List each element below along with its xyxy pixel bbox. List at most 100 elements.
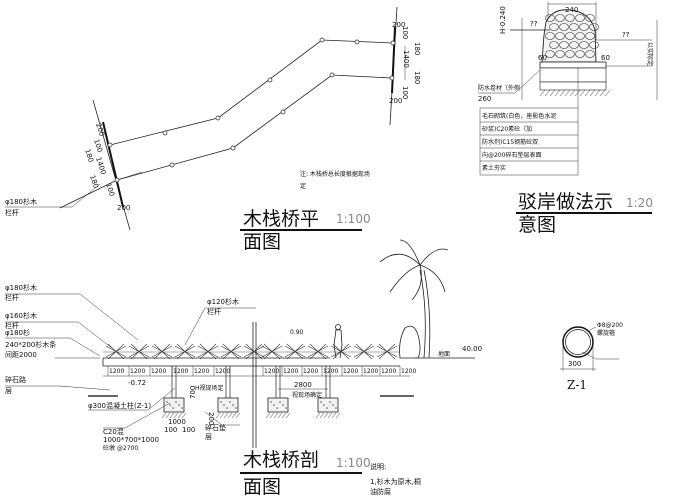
plank-dim: 1200 <box>303 368 318 375</box>
stone <box>565 32 575 40</box>
post-marker <box>390 40 396 46</box>
stone <box>569 23 579 31</box>
hatch-line <box>327 412 333 419</box>
stone <box>549 41 559 49</box>
plank-dim: 1200 <box>194 368 209 375</box>
stone <box>575 14 585 22</box>
revetment-title: 驳岸做法示 <box>518 191 613 213</box>
plank-dim: 1200 <box>343 368 358 375</box>
label: 栏杆 <box>5 293 19 302</box>
aggregate-dot <box>220 401 222 403</box>
rebar-label: Φ8@200 <box>597 322 623 329</box>
post-marker <box>162 130 168 136</box>
label: φ120杉木 <box>207 297 239 306</box>
hatch-line <box>273 412 279 419</box>
right-note: 以实际定 <box>646 42 654 66</box>
plank-dim: 1200 <box>173 368 188 375</box>
stone <box>559 41 569 49</box>
hatch-line <box>335 412 341 419</box>
plank-dim: 1200 <box>264 368 279 375</box>
leader-line <box>5 337 101 357</box>
label: 间距2000 <box>5 351 37 359</box>
hatch-line <box>285 412 291 419</box>
plan-view: 200 100 180 1400 180 100 200 200 100 180… <box>5 6 421 253</box>
x-brace <box>353 343 375 360</box>
aggregate-dot <box>169 404 171 406</box>
aggregate-dot <box>323 404 325 406</box>
hatch-line <box>219 412 225 419</box>
label: 碎石路 <box>5 375 26 384</box>
post-marker <box>329 72 335 78</box>
stone <box>555 14 565 22</box>
hatch-line <box>584 89 591 97</box>
boulder <box>399 325 421 359</box>
x-bracing-railing <box>103 343 400 360</box>
layer-table: 毛石砌筑(白色，座影色水泥 砂浆)C20素砼（加 防水剂)C15钢筋砼双 向@2… <box>479 107 578 176</box>
aggregate-dot <box>332 404 334 406</box>
aggregate-dot <box>172 407 174 409</box>
hatch-line <box>181 412 187 419</box>
person-figure <box>333 324 343 359</box>
dim-text: 100 <box>92 138 104 153</box>
width-dim: 240 <box>565 6 578 14</box>
aggregate-dot <box>282 404 284 406</box>
hatch-line <box>235 412 241 419</box>
x-brace <box>376 343 398 360</box>
dim-700: 700 <box>189 386 197 399</box>
leader-line <box>204 411 240 426</box>
span-dim: 2800 <box>294 381 312 389</box>
revetment-detail: 240 H-0.240 ?? ?? 以实际定 60 60 防水卷材（外侧 260… <box>478 2 658 236</box>
dim-text: 180 <box>83 148 95 163</box>
hatch-line <box>277 412 283 419</box>
aggregate-dot <box>181 407 183 409</box>
plan-rail-leader <box>5 183 101 208</box>
stone <box>579 23 589 31</box>
x-brace <box>174 343 196 360</box>
section-title: 木栈桥剖 <box>243 449 319 471</box>
concrete-piers <box>161 366 341 419</box>
hatch-line <box>331 412 337 419</box>
palm-trunk <box>419 269 431 359</box>
label: 1000*700*1000 <box>103 436 159 444</box>
plank-dim: 1200 <box>323 368 338 375</box>
layer-text: 素土夯实 <box>482 164 506 172</box>
stone <box>585 50 595 58</box>
diameter-dim: 300 <box>568 360 581 368</box>
plan-left-abutment-line <box>92 99 131 231</box>
column-name: Z-1 <box>567 378 587 392</box>
stone <box>569 41 579 49</box>
label: φ180杉 <box>5 328 30 337</box>
label: 层 <box>5 387 12 395</box>
hatch-line <box>227 412 233 419</box>
level-low: -0.72 <box>128 379 146 387</box>
person-head <box>335 324 341 330</box>
palm-tree <box>379 239 449 359</box>
hatch-line <box>569 89 576 97</box>
x-brace <box>151 343 173 360</box>
hatch-line <box>319 412 325 419</box>
leader-line <box>103 402 171 429</box>
aggregate-dot <box>166 401 168 403</box>
plank-dim: 1200 <box>151 368 166 375</box>
dim-100: 100 <box>164 426 177 434</box>
hatch-line <box>269 412 275 419</box>
aggregate-dot <box>285 407 287 409</box>
stone <box>555 50 565 58</box>
aggregate-dot <box>279 401 281 403</box>
stone <box>585 14 595 22</box>
label: 层 <box>205 433 212 441</box>
plank-dim: 1200 <box>130 368 145 375</box>
dim-200: 200 <box>207 412 215 425</box>
layer-text: 砂浆)C20素砼（加 <box>482 125 532 133</box>
label: C20混 <box>103 427 124 436</box>
hatch-line <box>281 412 287 419</box>
cap-layer <box>539 61 607 69</box>
stone-pattern <box>545 14 599 58</box>
stone <box>579 41 589 49</box>
dim-text: 100 <box>401 26 409 39</box>
column-detail: Φ8@200 螺旋箍 300 Z-1 <box>560 322 623 392</box>
hatch-line <box>604 89 611 97</box>
plan-note: 定 <box>300 182 306 190</box>
rebar-label: 螺旋箍 <box>597 329 615 337</box>
